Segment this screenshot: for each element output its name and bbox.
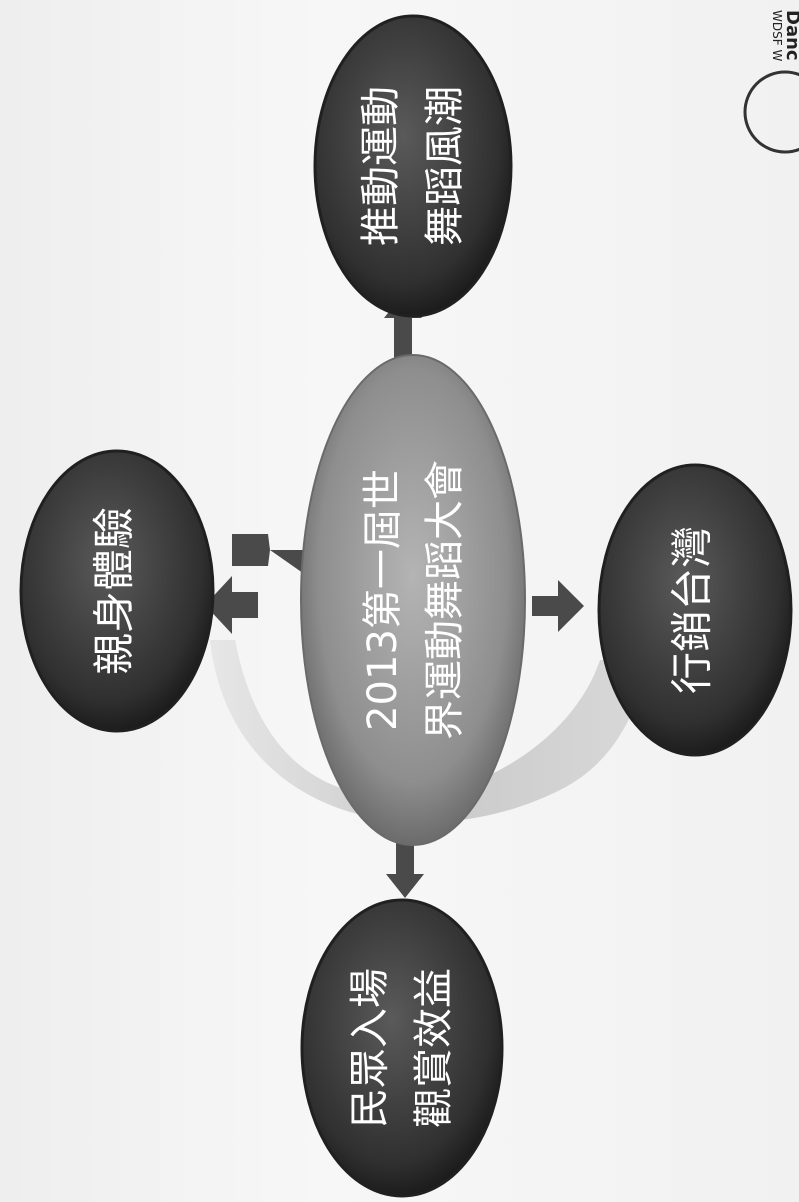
arrow-to-attendance-icon [386,832,424,898]
arrow-to-marketing-icon [532,580,584,632]
node-experience-label: 親身體驗 [90,507,139,675]
logo-line-1: WDSF W [770,10,784,61]
node-promote-trend-line-1: 推動運動 [358,86,404,246]
node-promote-trend-line-2: 舞蹈風潮 [422,86,468,246]
arrow-to-experience-icon [205,576,258,634]
node-marketing-label: 行銷台灣 [668,526,717,694]
logo-ring-icon [743,70,799,154]
node-promote-trend [313,14,513,318]
background-arc [210,640,650,823]
node-attendance-line-2: 觀賞效益 [411,968,457,1128]
node-attendance [300,898,504,1198]
node-attendance-line-1: 民眾入場 [347,968,393,1128]
center-title-line-1: 2013第一屆世 [360,469,406,731]
logo-line-2: Danc [782,10,799,61]
center-title-line-2: 界運動舞蹈大會 [422,460,468,740]
node-experience [19,449,215,733]
center-node [300,354,526,846]
wdsf-logo: WDSF W Danc [743,10,799,154]
node-marketing [597,463,793,757]
